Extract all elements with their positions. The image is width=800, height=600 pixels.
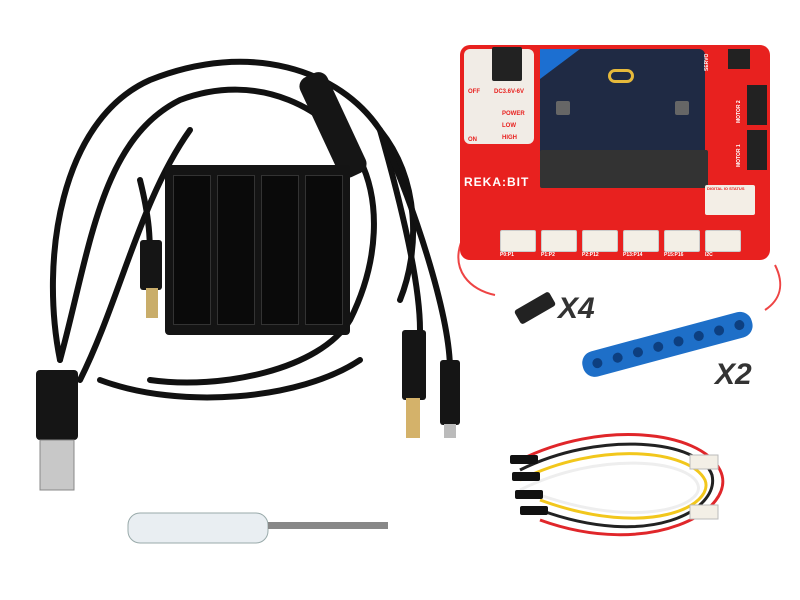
connector-quantity: X4: [558, 292, 595, 325]
grove-port[interactable]: P2:P12: [582, 230, 618, 258]
beam-quantity: X2: [715, 358, 752, 391]
servo-header: [728, 49, 750, 69]
rekabit-board: DC3.6V-6V OFF ON POWER LOW HIGH SERVO MO…: [460, 45, 770, 260]
button-a[interactable]: [556, 101, 570, 115]
motor1-label: MOTOR 1: [736, 144, 742, 167]
screwdriver-handle: [127, 512, 269, 544]
high-indicator-label: HIGH: [502, 135, 517, 141]
button-b[interactable]: [675, 101, 689, 115]
grove-port[interactable]: I2C: [705, 230, 741, 258]
dc-input-label: DC3.6V-6V: [494, 89, 525, 95]
grove-port[interactable]: P1:P2: [541, 230, 577, 258]
servo-label: SERVO: [704, 53, 710, 71]
power-indicator-label: POWER: [502, 111, 525, 117]
switch-on-label: ON: [468, 137, 477, 143]
motor1-terminal: [747, 130, 767, 170]
low-indicator-label: LOW: [502, 123, 516, 129]
grove-port[interactable]: P13:P14: [623, 230, 659, 258]
switch-off-label: OFF: [468, 89, 480, 95]
grove-port[interactable]: P0:P1: [500, 230, 536, 258]
dc-jack: [492, 47, 522, 81]
io-status-panel: DIGITAL IO STATUS: [705, 185, 755, 215]
microbit: [540, 49, 705, 157]
power-panel: DC3.6V-6V OFF ON POWER LOW HIGH: [464, 47, 534, 144]
edge-connector: [540, 150, 708, 188]
motor2-terminal: [747, 85, 767, 125]
grove-ports: P0:P1 P1:P2 P2:P12 P13:P14 P15:P16 I2C: [500, 230, 741, 258]
board-logo: REKA:BIT: [464, 175, 530, 189]
io-status-label: DIGITAL IO STATUS: [707, 186, 745, 191]
battery-holder: [165, 165, 350, 335]
motor2-label: MOTOR 2: [736, 100, 742, 123]
grove-port[interactable]: P15:P16: [664, 230, 700, 258]
